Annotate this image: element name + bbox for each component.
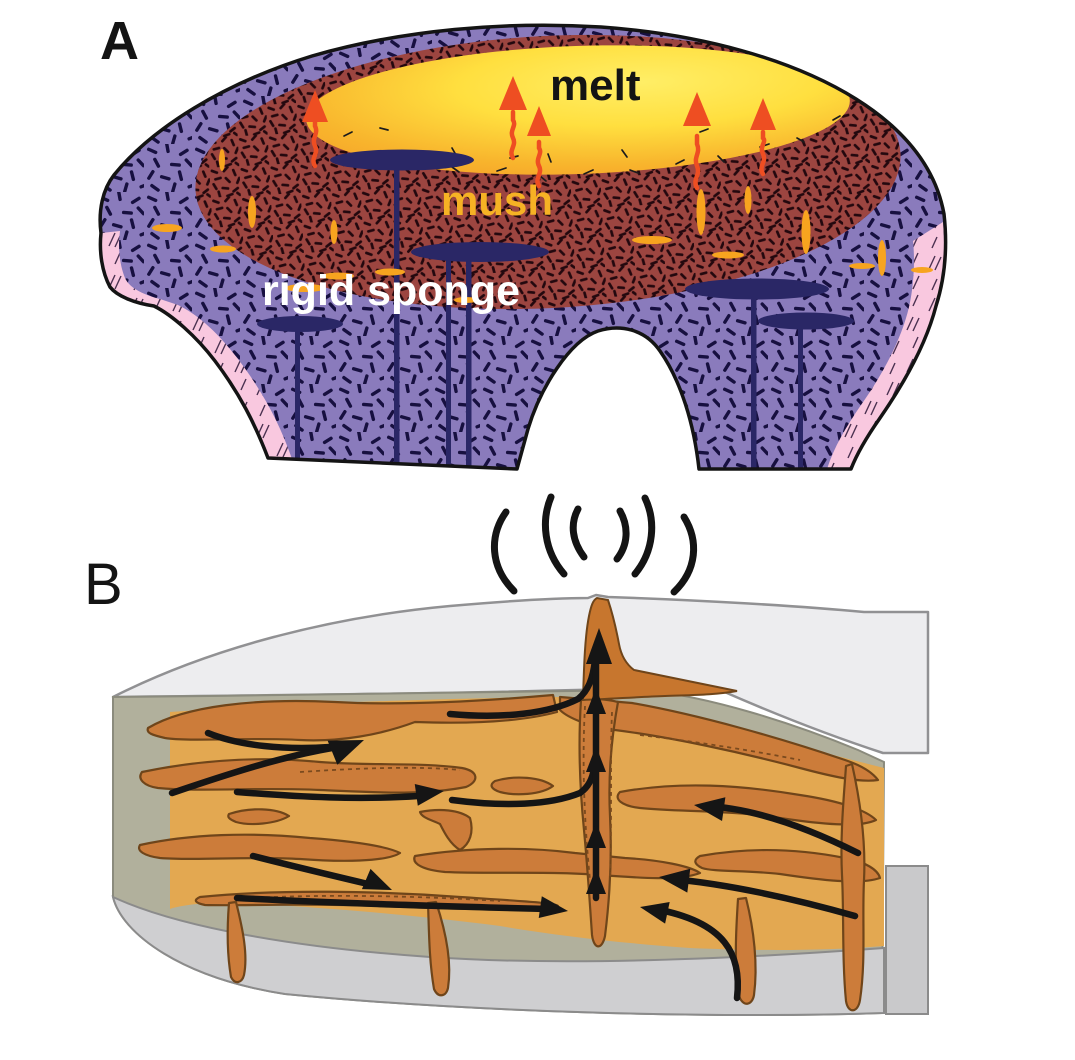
melt-label: melt bbox=[550, 61, 641, 110]
panel-a-illustration bbox=[98, 23, 948, 471]
eruption-spray-icon bbox=[491, 493, 698, 596]
rigid-sponge-label: rigid sponge bbox=[262, 267, 520, 315]
sill-dike-complex bbox=[257, 149, 854, 469]
basement-region bbox=[111, 895, 885, 1016]
upwelling-arrows bbox=[302, 76, 776, 191]
basement-right-slab bbox=[885, 865, 929, 1015]
channel-dashed-traces bbox=[249, 705, 801, 902]
mush-label: mush bbox=[441, 177, 554, 224]
panel-b-label: B bbox=[84, 552, 123, 617]
flow-arrows bbox=[168, 628, 862, 1002]
volcano-vent-icon bbox=[581, 596, 738, 702]
panel-b-illustration bbox=[111, 493, 930, 1016]
panel-a-label: A bbox=[100, 11, 139, 71]
melt-lens-pockets bbox=[152, 149, 933, 303]
mush-matrix-region bbox=[170, 697, 884, 950]
host-rock-pink-region bbox=[100, 222, 945, 469]
panel-a-outline bbox=[98, 23, 948, 471]
